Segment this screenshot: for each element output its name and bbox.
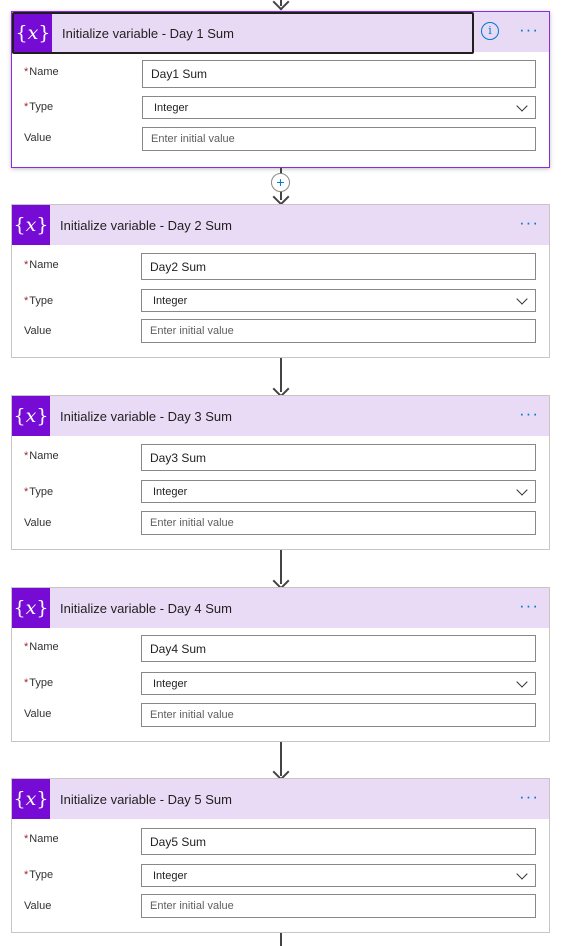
type-label: *Type [24,101,54,113]
name-label: *Name [24,833,59,845]
chevron-down-icon [516,293,528,305]
action-card-day5[interactable]: {x} Initialize variable - Day 5 Sum ··· … [11,778,550,933]
action-card-day1[interactable]: {x} Initialize variable - Day 1 Sum i ··… [11,11,550,168]
connector-line [280,933,282,946]
variable-icon: {x} [12,396,50,436]
name-field[interactable]: Day4 Sum [141,635,536,662]
value-input[interactable]: Enter initial value [142,127,536,151]
chevron-down-icon [516,676,528,688]
card-header[interactable]: {x} Initialize variable - Day 5 Sum ··· [12,779,549,819]
variable-icon: {x} [12,205,50,245]
name-label: *Name [24,641,59,653]
more-options-icon[interactable]: ··· [519,596,539,615]
value-label: Value [24,900,52,912]
type-label: *Type [24,486,54,498]
value-input[interactable]: Enter initial value [141,703,536,727]
type-select[interactable]: Integer [141,480,536,503]
variable-icon: {x} [14,14,52,52]
card-title: Initialize variable - Day 4 Sum [60,600,232,616]
type-select[interactable]: Integer [141,864,536,887]
chevron-down-icon [516,100,528,112]
connector-line [280,550,282,584]
value-label: Value [24,517,52,529]
name-label: *Name [24,450,59,462]
value-input[interactable]: Enter initial value [141,894,536,918]
variable-icon: {x} [12,588,50,628]
more-options-icon[interactable]: ··· [519,787,539,806]
value-label: Value [24,325,52,337]
card-title: Initialize variable - Day 3 Sum [60,408,232,424]
card-header[interactable]: {x} Initialize variable - Day 2 Sum ··· [12,205,549,245]
more-options-icon[interactable]: ··· [519,20,539,39]
card-title: Initialize variable - Day 2 Sum [60,217,232,233]
value-label: Value [24,132,52,144]
chevron-down-icon [516,484,528,496]
value-input[interactable]: Enter initial value [141,511,536,535]
type-select[interactable]: Integer [141,672,536,695]
action-card-day4[interactable]: {x} Initialize variable - Day 4 Sum ··· … [11,587,550,742]
type-label: *Type [24,295,54,307]
type-select[interactable]: Integer [141,289,536,312]
connector-line [280,742,282,776]
name-field[interactable]: Day2 Sum [141,253,536,280]
add-step-icon[interactable]: + [271,173,290,192]
type-label: *Type [24,869,54,881]
value-input[interactable]: Enter initial value [141,319,536,343]
card-header[interactable]: {x} Initialize variable - Day 3 Sum ··· [12,396,549,436]
name-field[interactable]: Day5 Sum [141,828,536,855]
action-card-day2[interactable]: {x} Initialize variable - Day 2 Sum ··· … [11,204,550,358]
more-options-icon[interactable]: ··· [519,213,539,232]
name-label: *Name [24,259,59,271]
arrow-down-icon [272,0,290,11]
card-header[interactable]: {x} Initialize variable - Day 4 Sum ··· [12,588,549,628]
info-icon[interactable]: i [481,22,499,40]
more-options-icon[interactable]: ··· [519,404,539,423]
connector-line [280,358,282,392]
type-select[interactable]: Integer [142,96,536,119]
name-field[interactable]: Day3 Sum [141,444,536,471]
chevron-down-icon [516,868,528,880]
card-title: Initialize variable - Day 5 Sum [60,791,232,807]
value-label: Value [24,708,52,720]
variable-icon: {x} [12,779,50,819]
card-header[interactable]: {x} Initialize variable - Day 1 Sum i ··… [12,12,549,54]
card-title: Initialize variable - Day 1 Sum [62,25,234,41]
action-card-day3[interactable]: {x} Initialize variable - Day 3 Sum ··· … [11,395,550,550]
name-field[interactable]: Day1 Sum [142,60,536,88]
type-label: *Type [24,677,54,689]
name-label: *Name [24,66,59,78]
connector-line [280,0,282,6]
